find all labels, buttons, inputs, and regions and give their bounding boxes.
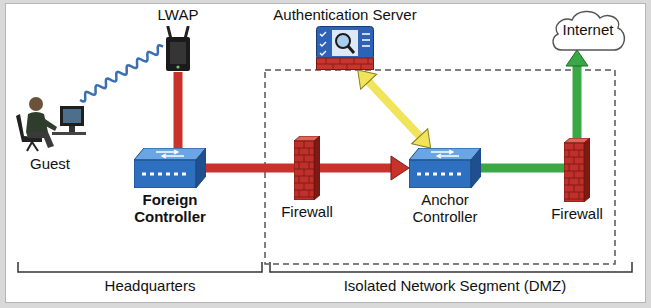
- dmz-bracket: [270, 262, 632, 272]
- wireless-link: [80, 45, 163, 101]
- guest-traffic-link: [174, 72, 183, 148]
- headquarters-bracket: [18, 262, 262, 272]
- guest-user: Guest: [14, 92, 86, 172]
- auth-server: Authentication Server: [273, 6, 416, 70]
- controller-icon: [409, 148, 481, 188]
- guest-tunnel: [206, 164, 294, 173]
- internet-cloud: Internet: [548, 6, 628, 52]
- auth-link: [369, 82, 420, 137]
- user-icon: [14, 92, 86, 152]
- controller: Anchor Controller: [403, 148, 487, 225]
- node-label: Firewall: [281, 203, 333, 220]
- server-icon: [316, 26, 374, 70]
- firewall-icon: [564, 138, 590, 202]
- controller-icon: [134, 148, 206, 188]
- access-point: LWAP: [158, 6, 199, 72]
- node-label: Authentication Server: [273, 6, 416, 23]
- node-label: Anchor Controller: [403, 191, 487, 225]
- node-label: LWAP: [158, 6, 199, 23]
- node-label: Firewall: [551, 205, 603, 222]
- dmz-dashed-boundary: [265, 70, 615, 264]
- segment-label: Headquarters: [105, 277, 196, 294]
- firewall: Firewall: [281, 136, 333, 220]
- internet-link: [573, 66, 582, 138]
- panel: [6, 4, 646, 303]
- controller: Foreign Controller: [128, 148, 212, 225]
- guest-tunnel: [320, 164, 391, 173]
- internet-link: [481, 164, 564, 173]
- firewall: Firewall: [551, 138, 603, 222]
- segment-label: Isolated Network Segment (DMZ): [344, 277, 567, 294]
- node-label: Internet: [563, 21, 614, 38]
- access-point-icon: [163, 26, 193, 72]
- node-label: Guest: [30, 155, 70, 172]
- node-label: Foreign Controller: [128, 191, 212, 225]
- firewall-icon: [294, 136, 320, 200]
